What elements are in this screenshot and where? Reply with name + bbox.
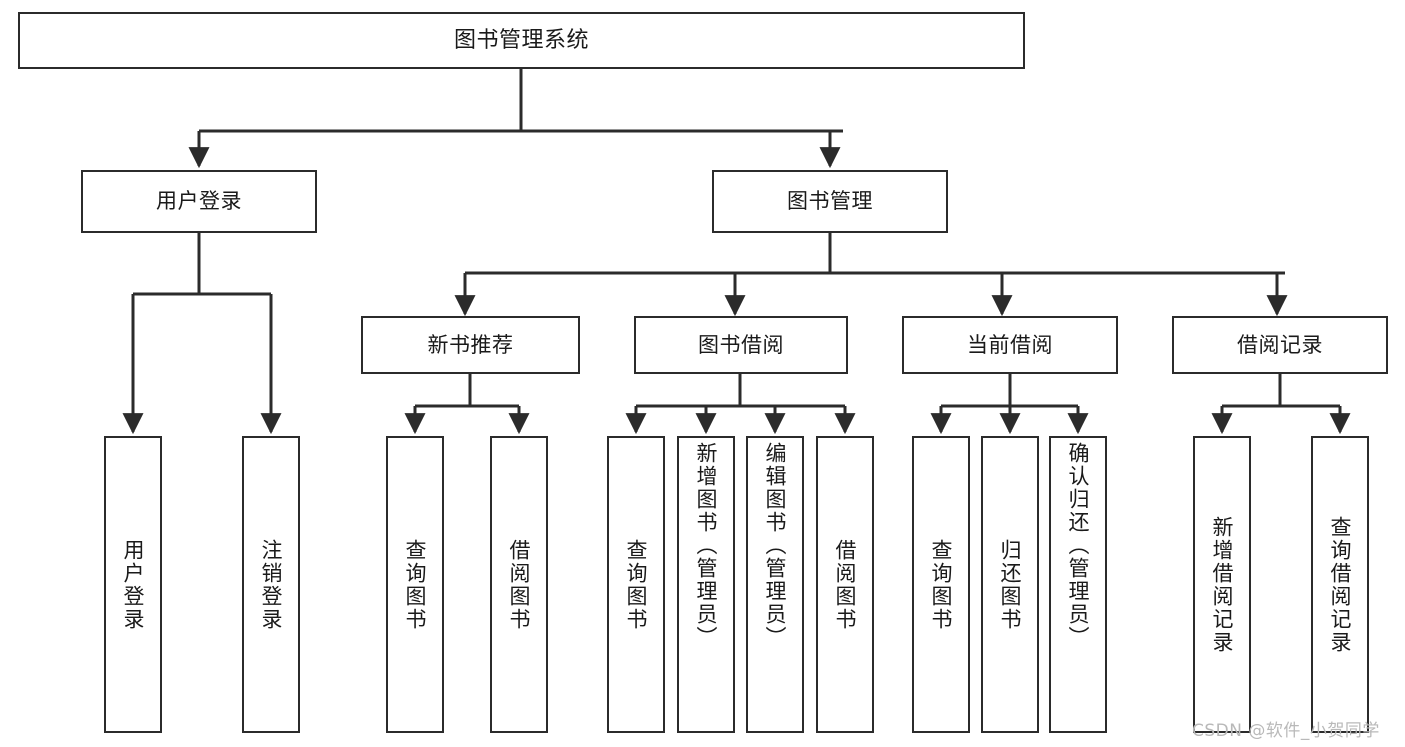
- leaf-user-logout[interactable]: 注销登录: [242, 436, 300, 733]
- leaf-newbook-query-label: 查询图书: [403, 538, 428, 631]
- node-book-borrow-label: 图书借阅: [698, 332, 784, 357]
- node-book-management-label: 图书管理: [787, 189, 873, 214]
- node-borrow-records[interactable]: 借阅记录: [1172, 316, 1388, 374]
- csdn-watermark: CSDN @软件_小贺同学: [1192, 721, 1380, 741]
- node-user-login-label: 用户登录: [156, 189, 242, 214]
- leaf-borrow-add-book[interactable]: 新增图书（管理员）: [677, 436, 735, 733]
- leaf-record-query[interactable]: 查询借阅记录: [1311, 436, 1369, 733]
- node-book-borrow[interactable]: 图书借阅: [634, 316, 848, 374]
- leaf-current-query-label: 查询图书: [929, 538, 954, 631]
- node-root[interactable]: 图书管理系统: [18, 12, 1025, 69]
- leaf-current-confirm-return[interactable]: 确认归还（管理员）: [1049, 436, 1107, 733]
- leaf-current-return[interactable]: 归还图书: [981, 436, 1039, 733]
- leaf-record-add-label: 新增借阅记录: [1210, 515, 1235, 654]
- node-current-borrow-label: 当前借阅: [967, 332, 1053, 357]
- leaf-record-query-label: 查询借阅记录: [1328, 515, 1353, 654]
- node-user-login[interactable]: 用户登录: [81, 170, 317, 233]
- leaf-newbook-borrow[interactable]: 借阅图书: [490, 436, 548, 733]
- leaf-borrow-query-label: 查询图书: [624, 538, 649, 631]
- leaf-user-logout-label: 注销登录: [259, 538, 284, 631]
- leaf-borrow-edit-book[interactable]: 编辑图书（管理员）: [746, 436, 804, 733]
- leaf-borrow-borrow-book[interactable]: 借阅图书: [816, 436, 874, 733]
- leaf-newbook-borrow-label: 借阅图书: [507, 538, 532, 631]
- node-root-label: 图书管理系统: [453, 27, 589, 53]
- node-new-book-recommend[interactable]: 新书推荐: [361, 316, 580, 374]
- node-book-management[interactable]: 图书管理: [712, 170, 948, 233]
- leaf-current-query[interactable]: 查询图书: [912, 436, 970, 733]
- leaf-borrow-borrow-book-label: 借阅图书: [833, 538, 858, 631]
- leaf-current-return-label: 归还图书: [998, 538, 1023, 631]
- leaf-borrow-query[interactable]: 查询图书: [607, 436, 665, 733]
- leaf-record-add[interactable]: 新增借阅记录: [1193, 436, 1251, 733]
- node-borrow-records-label: 借阅记录: [1237, 332, 1323, 357]
- leaf-user-login-label: 用户登录: [121, 538, 146, 631]
- leaf-borrow-add-book-label: 新增图书（管理员）: [694, 442, 719, 649]
- leaf-current-confirm-return-label: 确认归还（管理员）: [1066, 442, 1091, 649]
- node-new-book-recommend-label: 新书推荐: [427, 332, 514, 357]
- leaf-newbook-query[interactable]: 查询图书: [386, 436, 444, 733]
- node-current-borrow[interactable]: 当前借阅: [902, 316, 1118, 374]
- leaf-borrow-edit-book-label: 编辑图书（管理员）: [763, 442, 788, 649]
- leaf-user-login[interactable]: 用户登录: [104, 436, 162, 733]
